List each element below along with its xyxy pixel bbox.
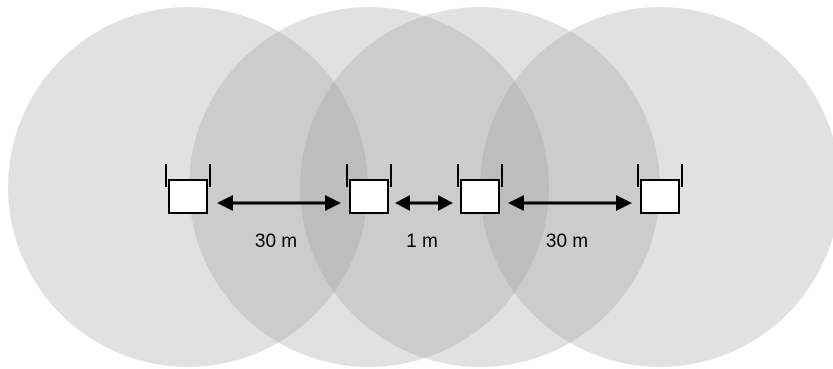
distance-arrow-1 (217, 195, 341, 211)
double-arrow-icon (508, 195, 632, 211)
access-point-icon (457, 164, 503, 214)
access-point-4 (637, 164, 683, 214)
access-point-3 (457, 164, 503, 214)
access-point-icon (346, 164, 392, 214)
distance-arrow-2 (395, 195, 453, 211)
coverage-areas (8, 7, 833, 367)
access-point-icon (165, 164, 211, 214)
access-point-icon (637, 164, 683, 214)
access-point-2 (346, 164, 392, 214)
distance-label: 30 m (546, 231, 588, 252)
distance-label: 30 m (255, 231, 297, 252)
double-arrow-icon (395, 195, 453, 211)
access-point-1 (165, 164, 211, 214)
distance-label: 1 m (406, 231, 438, 252)
double-arrow-icon (217, 195, 341, 211)
distance-arrow-3 (508, 195, 632, 211)
